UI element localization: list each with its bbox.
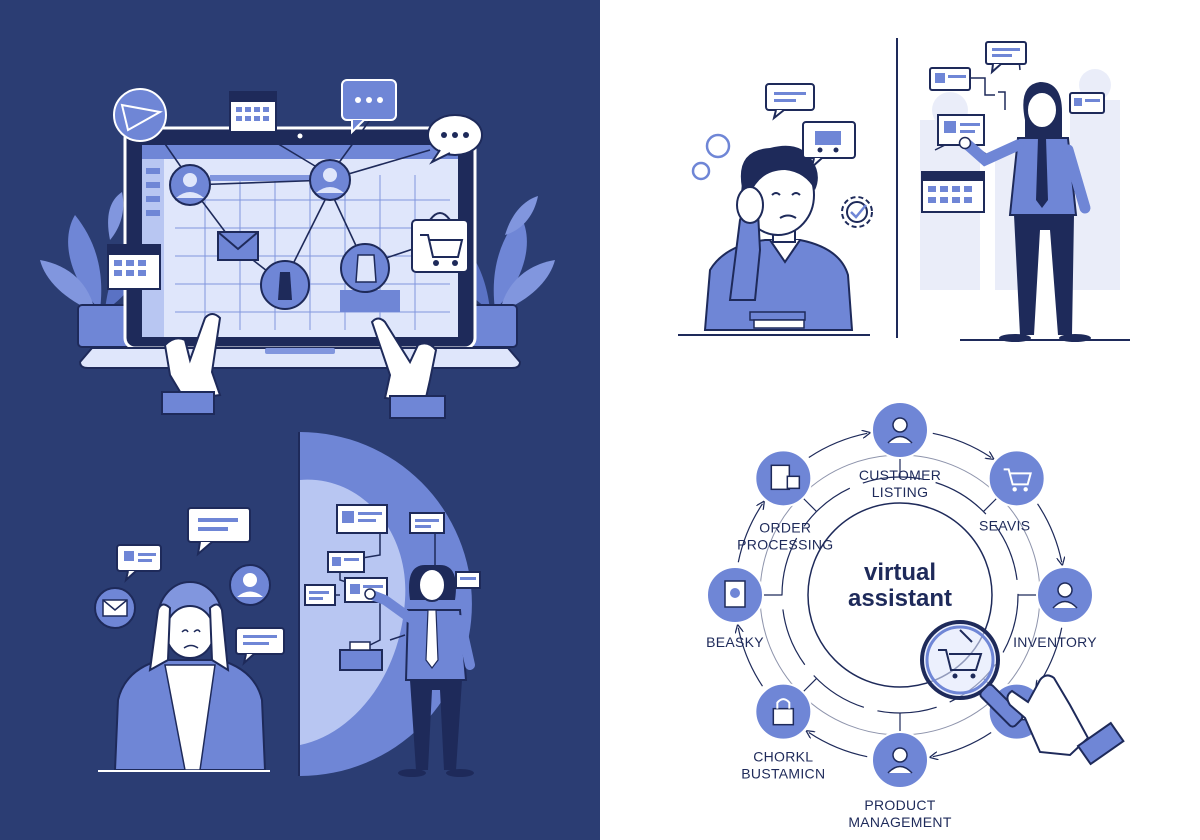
- top-right-illustration: [600, 0, 1200, 360]
- arrow-order-processing: [808, 433, 867, 458]
- shopping-bag-cart-icon: [411, 212, 469, 273]
- email-icon-2: [94, 587, 136, 629]
- support-person-icon: [887, 747, 913, 774]
- customer-avatar-node-1: [169, 164, 211, 206]
- calendar-icon-2: [107, 244, 161, 290]
- left-illustration-panel: [0, 0, 600, 840]
- label-customer-listing-0: CUSTOMER: [859, 467, 941, 483]
- gear-icon: [841, 196, 873, 228]
- customer-icon: [887, 417, 913, 444]
- thought-bubbles-icon: [691, 133, 731, 181]
- label-product-management-0: PRODUCT: [864, 797, 935, 813]
- cart-card-icon: [802, 121, 856, 170]
- center-title-line2: assistant: [848, 585, 952, 612]
- label-order-processing-1: PROCESSING: [737, 536, 833, 552]
- arrow-seavis: [1037, 503, 1062, 562]
- stressed-woman-figure: [98, 581, 270, 772]
- workflow-card-7: [339, 641, 383, 671]
- clipboard-icon: [770, 464, 801, 491]
- chat-bubble-icon-5: [235, 627, 285, 666]
- cart-icon: [1003, 468, 1032, 492]
- touch-icon-2: [340, 243, 390, 293]
- workflow-card-3: [327, 551, 365, 573]
- chat-bubble-icon-6: [765, 83, 815, 121]
- label-product-management-1: MANAGEMENT: [848, 814, 951, 830]
- chat-bubble-icon-9: [1069, 92, 1105, 114]
- chat-bubble-icon-4: [116, 544, 162, 583]
- chat-bubble-icon-7: [985, 41, 1027, 75]
- pointing-hand-icon: [1006, 674, 1125, 766]
- label-customer-listing-1: LISTING: [872, 484, 929, 500]
- hand-right-icon: [370, 317, 446, 419]
- magnifier-icon: [920, 620, 1024, 728]
- label-beasky-0: BEASKY: [706, 634, 764, 650]
- node-inventory: INVENTORY: [1013, 566, 1097, 650]
- presenting-woman-figure: [364, 565, 475, 777]
- center-title-line1: virtual: [864, 559, 936, 586]
- presenting-woman-figure-2: [958, 82, 1091, 342]
- arrow-customer-listing: [932, 432, 991, 457]
- calendar-icon: [229, 91, 277, 133]
- label-chorkl-bustamicn-0: CHORKL: [753, 749, 813, 765]
- worried-man-figure: [703, 145, 854, 331]
- workflow-card-5: [304, 584, 336, 606]
- label-chorkl-bustamicn-1: BUSTAMICN: [741, 766, 825, 782]
- node-seavis: SEAVIS: [979, 449, 1046, 533]
- workflow-card-2: [409, 512, 445, 534]
- send-icon: [113, 88, 167, 142]
- workflow-card-6: [455, 571, 481, 589]
- document-dollar-icon: [724, 580, 746, 608]
- arrow-inspect: [933, 732, 992, 757]
- label-order-processing-0: ORDER: [759, 519, 811, 535]
- hand-left-icon: [161, 313, 222, 415]
- person-icon: [1052, 582, 1078, 609]
- label-seavis-0: SEAVIS: [979, 517, 1030, 533]
- chat-bubble-icon-2: [427, 114, 483, 165]
- arrow-beasky: [737, 504, 762, 563]
- chat-bubble-icon-8: [929, 67, 971, 91]
- email-icon: [217, 231, 259, 261]
- top-right-illustration-panel: [600, 0, 1200, 360]
- workflow-card-1: [336, 504, 388, 534]
- touch-icon-1: [260, 260, 310, 310]
- node-beasky: BEASKY: [706, 566, 764, 650]
- node-circle: [987, 449, 1046, 508]
- label-inventory-0: INVENTORY: [1013, 634, 1097, 650]
- customer-avatar-node-2: [309, 159, 351, 201]
- left-illustration: [0, 0, 600, 840]
- chat-bubble-icon-3: [187, 507, 251, 557]
- user-avatar-icon: [229, 564, 271, 606]
- arrow-chorkl-bustamicn: [738, 628, 763, 687]
- chat-bubble-icon-1: [341, 79, 397, 135]
- lock-icon: [772, 698, 795, 726]
- calendar-icon-3: [921, 171, 985, 213]
- arrow-product-management: [809, 733, 868, 758]
